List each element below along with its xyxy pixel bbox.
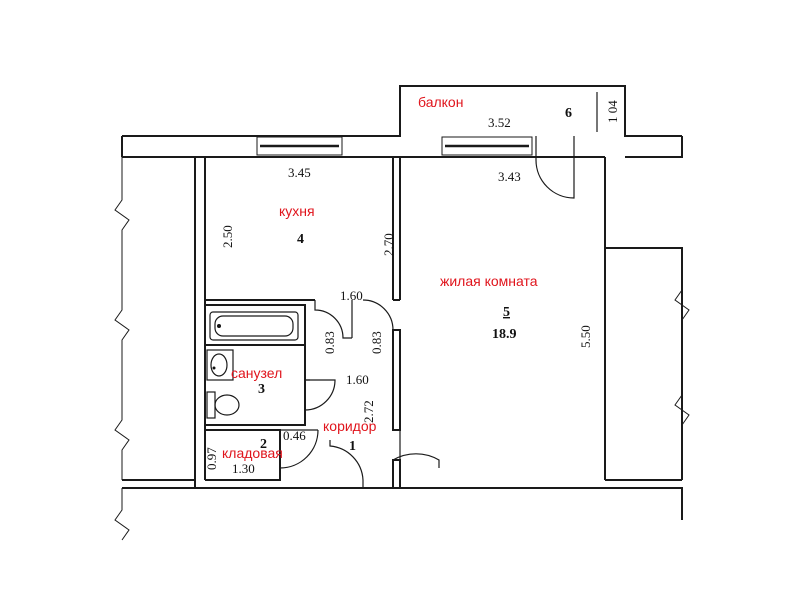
storage-height-dim: 0.97 [204,447,219,470]
kitchen-window [256,136,343,156]
living-room-door[interactable] [362,299,394,331]
living-number: 5 [503,305,510,320]
entrance-door[interactable] [329,430,440,488]
balcony-depth-dim: 1 04 [605,100,620,123]
toilet [206,391,240,419]
kitchen-left-dim: 2.50 [220,225,235,248]
storage-door-dim: 0.46 [283,428,306,443]
kitchen-top-dim: 3.45 [288,165,311,180]
sink [206,349,234,381]
break-lines [114,157,690,541]
storage-number: 2 [260,437,267,452]
living-right-dim: 5.50 [578,325,593,348]
balcony-width-dim: 3.52 [488,115,511,130]
kitchen-door[interactable] [314,300,353,339]
storage-walls [205,429,318,481]
bathroom-door-dim-left: 0.83 [322,331,337,354]
balcony-number: 6 [565,106,572,121]
living-partitions [392,329,401,489]
living-label: жилая комната [440,273,538,289]
kitchen-number: 4 [297,232,304,247]
living-window [441,136,533,156]
storage-width-dim: 1.30 [232,461,255,476]
bathroom-door-dim-right: 0.83 [369,331,384,354]
bathroom-door[interactable] [304,379,336,411]
bathroom-number: 3 [258,382,265,397]
corridor-number: 1 [349,439,356,454]
kitchen-label: кухня [279,203,315,219]
storage-label: кладовая [222,445,283,461]
storage-door[interactable] [279,429,319,469]
bathroom-bottom-dim: 1.60 [346,372,369,387]
kitchen-partitions [205,157,401,301]
living-area: 18.9 [492,327,517,342]
living-top-dim: 3.43 [498,169,521,184]
bathroom-label: санузел [231,365,282,381]
corridor-height-dim: 2.72 [361,400,376,423]
corridor-label: коридор [323,418,377,434]
balcony-door[interactable] [535,136,575,199]
kitchen-right-dim: 2.70 [381,233,396,256]
kitchen-bottom-dim: 1.60 [340,288,363,303]
balcony-label: балкон [418,94,463,110]
balcony [399,85,626,136]
bathtub [209,311,299,341]
